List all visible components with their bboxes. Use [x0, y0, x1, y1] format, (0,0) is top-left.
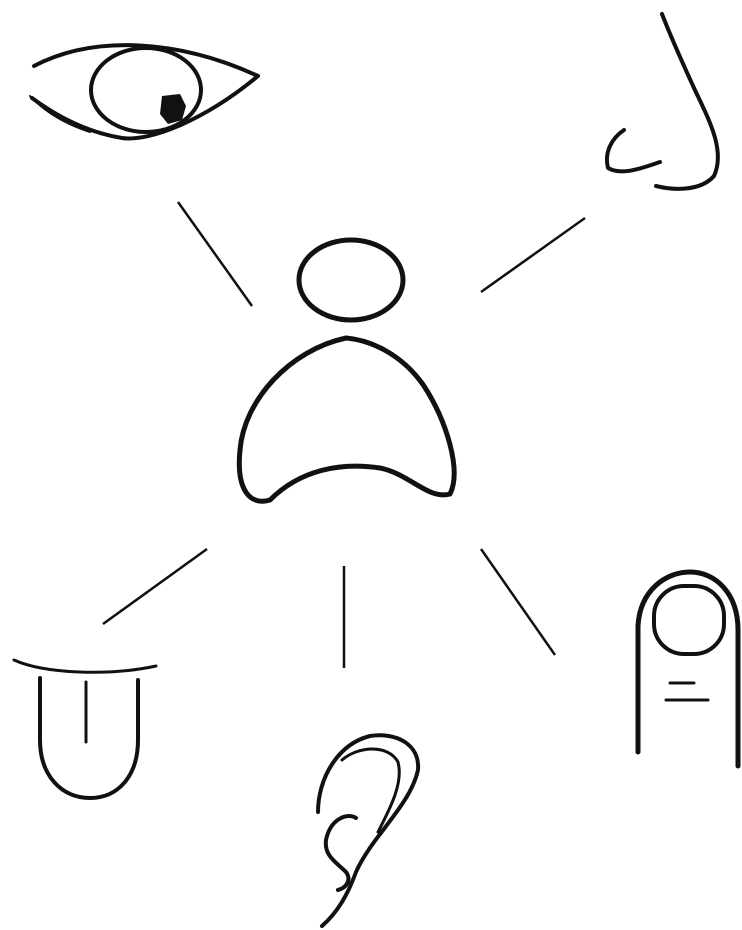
connector-eye: [178, 202, 252, 306]
tongue-icon: [14, 660, 156, 798]
ear-icon: [318, 735, 418, 926]
nose-icon: [607, 14, 718, 189]
connector-finger: [481, 549, 555, 655]
eye-icon: [30, 45, 258, 138]
connector-tongue: [103, 549, 207, 624]
person-body: [239, 338, 454, 501]
person-figure: [239, 240, 454, 501]
pupil: [160, 94, 186, 124]
person-head: [299, 240, 403, 320]
connector-nose: [481, 218, 585, 292]
finger-icon: [638, 572, 738, 766]
